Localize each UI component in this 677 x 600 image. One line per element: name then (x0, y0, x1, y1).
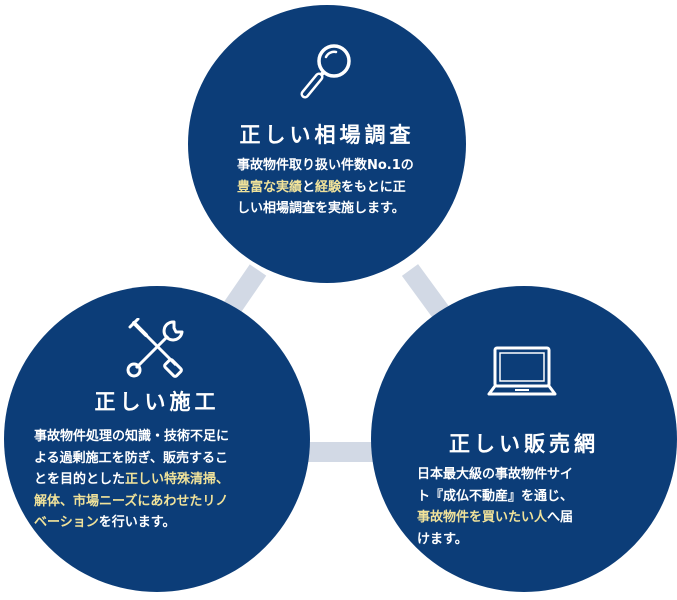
construction-line-5: ベーションを行います。 (34, 512, 229, 534)
research-title: 正しい相場調査 (239, 123, 415, 147)
construction-line-3-text: とを目的とした (34, 472, 126, 487)
highlight-renovation: ベーション (34, 515, 99, 530)
research-line-2-text-2: をもとに正 (341, 179, 406, 195)
research-description: 事故物件取り扱い件数No.1の 豊富な実績と経験をもとに正 しい相場調査を実施し… (237, 155, 414, 220)
construction-line-3: とを目的とした正しい特殊清掃、 (34, 469, 229, 491)
highlight-special-cleaning: 正しい特殊清掃、 (125, 472, 230, 487)
construction-line-5-text: を行います。 (98, 515, 176, 530)
construction-line-2: よる過剰施工を防ぎ、販売するこ (34, 450, 228, 466)
sales-line-3-text: へ届 (547, 510, 574, 525)
highlight-rich-record: 豊富な実績 (237, 179, 303, 195)
laptop-icon (487, 346, 557, 396)
construction-description: 事故物件処理の知識・技術不足に よる過剰施工を防ぎ、販売するこ とを目的とした正… (34, 426, 229, 534)
magnifying-glass-icon (300, 44, 351, 99)
circle-construction: 正しい施工 事故物件処理の知識・技術不足に よる過剰施工を防ぎ、販売するこ とを… (4, 286, 310, 592)
research-line-2-text-1: と (302, 179, 316, 195)
construction-title: 正しい施工 (94, 390, 220, 414)
sales-line-2: ト『成仏不動産』を通じ、 (417, 488, 574, 504)
highlight-experience: 経験 (315, 179, 342, 195)
research-line-3: しい相場調査を実施します。 (237, 201, 405, 216)
highlight-buyers: 事故物件を買いたい人 (417, 510, 548, 525)
construction-line-4: 解体、市場ニーズにあわせたリノ (34, 493, 229, 509)
tools-icon (126, 318, 184, 378)
sales-line-4: けます。 (417, 531, 468, 547)
sales-title: 正しい販売網 (449, 432, 599, 456)
sales-line-3: 事故物件を買いたい人へ届 (417, 507, 573, 529)
sales-line-1: 日本最大級の事故物件サイ (417, 467, 574, 482)
research-line-2: 豊富な実績と経験をもとに正 (237, 177, 414, 199)
construction-line-1: 事故物件処理の知識・技術不足に (34, 429, 230, 444)
sales-description: 日本最大級の事故物件サイ ト『成仏不動産』を通じ、 事故物件を買いたい人へ届 け… (417, 464, 573, 550)
circle-sales-network: 正しい販売網 日本最大級の事故物件サイ ト『成仏不動産』を通じ、 事故物件を買い… (371, 286, 677, 592)
research-line-1: 事故物件取り扱い件数No.1の (237, 158, 414, 173)
circle-market-research: 正しい相場調査 事故物件取り扱い件数No.1の 豊富な実績と経験をもとに正 しい… (188, 5, 466, 283)
